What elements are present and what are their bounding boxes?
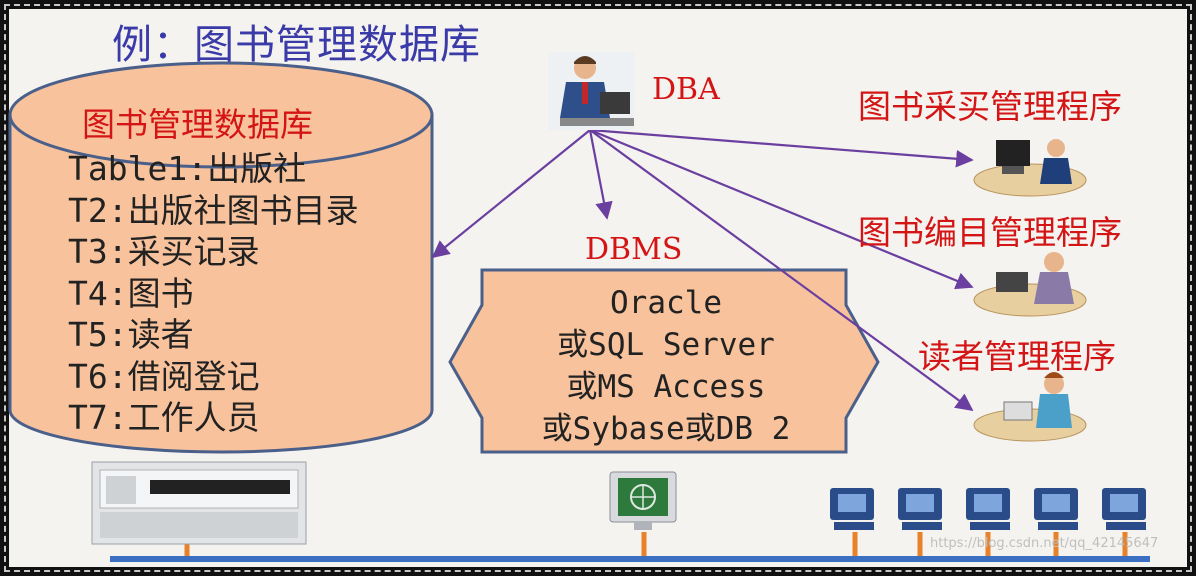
table-item: T2:出版社图书目录: [68, 190, 359, 230]
slide-title: 例：图书管理数据库: [112, 22, 481, 68]
dbms-box: [448, 268, 880, 454]
client-computer-icon: [1102, 488, 1146, 530]
dbms-product: Oracle: [610, 285, 722, 321]
client-computer-icon: [830, 488, 874, 530]
arrow-dba-to-program2: [589, 128, 974, 290]
dba-person-icon: [548, 52, 634, 130]
dbms-product: 或Sybase或DB 2: [541, 411, 791, 447]
client-computer-icon: [1034, 488, 1078, 530]
client-computer-icon: [898, 488, 942, 530]
dbms-product: 或SQL Server: [557, 327, 775, 363]
table-list: Table1:出版社 T2:出版社图书目录 T3:采买记录 T4:图书 T5:读…: [68, 148, 359, 439]
client-computer-icon: [966, 488, 1010, 530]
table-item: T5:读者: [68, 315, 194, 354]
program-label-cataloging: 图书编目管理程序: [858, 213, 1122, 252]
workstation-icon-2: [973, 252, 1087, 317]
watermark: https://blog.csdn.net/qq_42145647: [930, 536, 1159, 551]
arrow-dba-to-dbms: [588, 129, 613, 220]
client-computers: [830, 488, 1146, 530]
table-item: Table1:出版社: [68, 149, 307, 188]
table-item: T4:图书: [68, 273, 194, 313]
arrow-dba-to-program3: [589, 129, 974, 412]
monitor-globe-icon: [609, 471, 677, 530]
table-item: T6:借阅登记: [68, 356, 260, 396]
database-label: 图书管理数据库: [82, 105, 313, 144]
network-drops: [184, 532, 1128, 556]
dbms-products: Oracle 或SQL Server 或MS Access 或Sybase或DB…: [490, 282, 842, 450]
program-label-acquisition: 图书采买管理程序: [858, 87, 1122, 126]
database-cylinder: [8, 61, 434, 454]
table-item: T7:工作人员: [68, 398, 260, 437]
dbms-label: DBMS: [585, 232, 683, 267]
table-item: T3:采买记录: [68, 232, 260, 271]
dba-label: DBA: [652, 72, 720, 107]
dba-arrows: [431, 128, 974, 412]
workstation-icon-1: [973, 139, 1087, 197]
arrow-dba-to-program1: [589, 128, 974, 168]
server-icon: [91, 461, 307, 545]
arrow-dba-to-database: [431, 129, 591, 259]
program-label-reader: 读者管理程序: [918, 337, 1116, 376]
workstation-icon-3: [973, 372, 1087, 442]
dbms-product: 或MS Access: [566, 369, 766, 405]
